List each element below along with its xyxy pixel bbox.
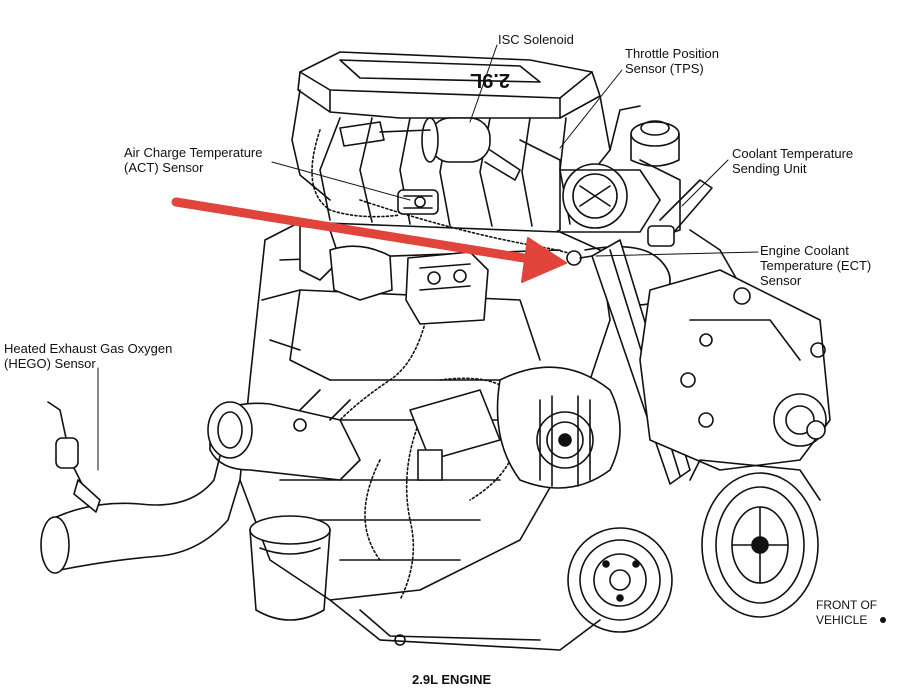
label-tps-line2: Sensor (TPS) [625,61,704,76]
leader-lines [97,44,759,471]
label-tps: Throttle Position Sensor (TPS) [625,46,719,76]
label-front-of-vehicle: FRONT OF VEHICLE [816,598,877,628]
throttle-body-shape [519,139,681,241]
label-front-line2: VEHICLE [816,613,868,627]
label-isc-solenoid: ISC Solenoid [498,32,574,47]
act-sensor-shape [397,189,439,215]
exhaust-pipe-shape [40,455,241,574]
label-ect-sensor: Engine Coolant Temperature (ECT) Sensor [760,243,871,288]
diagram-title: 2.9L ENGINE [412,672,492,687]
distributor-shape [299,225,489,325]
oil-pan-shape [329,599,601,651]
label-coolant-line2: Sending Unit [732,161,807,176]
label-ect-line2: Temperature (ECT) [760,258,872,273]
label-ect-line1: Engine Coolant [760,243,849,258]
hego-sensor-shape [47,401,101,513]
water-pump-shape [639,269,831,471]
front-marker-icon [880,617,886,623]
label-coolant-sending-unit: Coolant Temperature Sending Unit [732,146,853,176]
highlight-arrow [171,197,567,283]
label-isc-line1: ISC Solenoid [498,32,574,47]
crank-pulley-shape [567,527,673,633]
label-act-sensor: Air Charge Temperature (ACT) Sensor [124,145,263,175]
label-ect-line3: Sensor [760,273,802,288]
label-front-line1: FRONT OF [816,598,878,612]
label-hego-sensor: Heated Exhaust Gas Oxygen (HEGO) Sensor [4,341,172,371]
label-tps-line1: Throttle Position [625,46,719,61]
label-act-line1: Air Charge Temperature [124,145,263,160]
oil-filter-shape [249,515,331,621]
alternator-shape [409,366,621,489]
exhaust-manifold-shape [207,389,361,481]
label-hego-line2: (HEGO) Sensor [4,356,96,371]
label-coolant-line1: Coolant Temperature [732,146,854,161]
fan-pulley-shape [689,459,821,618]
egr-valve-shape [609,105,680,167]
label-hego-line1: Heated Exhaust Gas Oxygen [4,341,173,356]
isc-solenoid-shape [339,117,521,181]
label-act-line2: (ACT) Sensor [124,160,204,175]
valve-cover-text: 2.9L [470,69,510,91]
